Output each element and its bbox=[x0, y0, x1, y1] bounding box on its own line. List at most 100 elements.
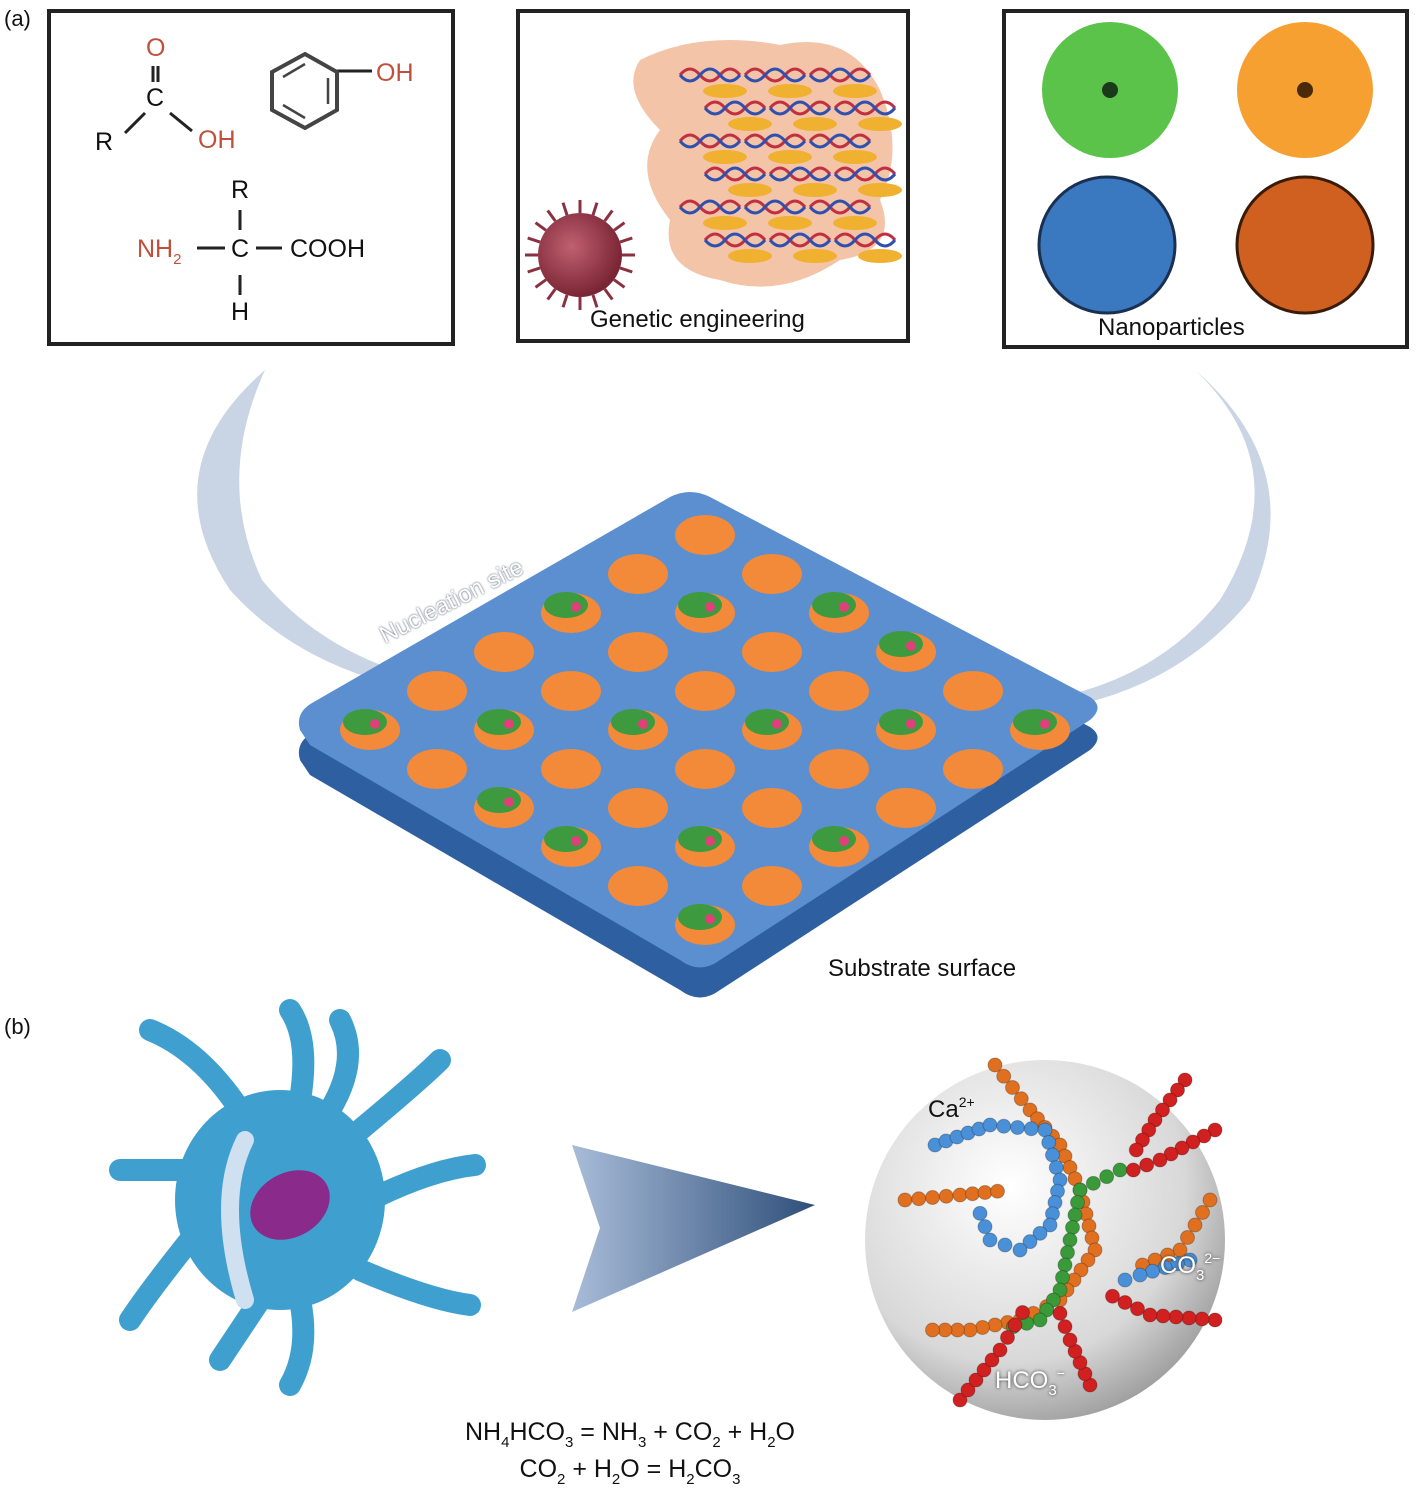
genetic-engineering-box bbox=[516, 9, 910, 343]
nucleation-site bbox=[474, 632, 534, 672]
panel-b-label: (b) bbox=[4, 1014, 31, 1039]
ion-bead bbox=[1207, 1122, 1223, 1138]
equation-carbonic-acid: CO2 + H2O = H2CO3 bbox=[519, 1455, 741, 1488]
ion-bead bbox=[1052, 1305, 1068, 1321]
ion-bead bbox=[1125, 1162, 1141, 1178]
ion-bead bbox=[1045, 1292, 1061, 1308]
nucleus-core bbox=[839, 836, 849, 846]
ion-bead bbox=[1073, 1262, 1089, 1278]
nucleation-site bbox=[742, 788, 802, 828]
ion-bead bbox=[938, 1188, 954, 1204]
cell-body bbox=[728, 117, 772, 131]
nanoparticle-orange-icon bbox=[1237, 22, 1373, 158]
ion-bead bbox=[1177, 1072, 1193, 1088]
dna-strand bbox=[703, 100, 767, 116]
ion-bead bbox=[1012, 1242, 1028, 1258]
virus-spike bbox=[613, 278, 626, 289]
nucleus-blob bbox=[678, 826, 722, 852]
ion-bead bbox=[1185, 1134, 1201, 1150]
genetic-engineering-caption: Genetic engineering bbox=[590, 306, 805, 333]
cell-body bbox=[728, 249, 772, 263]
nucleus-core bbox=[705, 602, 715, 612]
nanoparticles-box bbox=[1002, 9, 1409, 349]
nucleation-site bbox=[608, 632, 668, 672]
nucleation-site bbox=[541, 671, 601, 711]
ion-bead bbox=[1172, 1242, 1188, 1258]
panel-a-label: (a) bbox=[4, 6, 31, 31]
ion-bead bbox=[1057, 1257, 1073, 1273]
nucleus-core bbox=[906, 641, 916, 651]
dna-strand bbox=[768, 232, 832, 248]
ion-bead bbox=[1196, 1128, 1212, 1144]
ion-bead bbox=[1062, 1232, 1078, 1248]
ion-bead bbox=[976, 1362, 992, 1378]
ion-bead bbox=[952, 1392, 968, 1408]
ion-bead bbox=[1015, 1305, 1030, 1320]
ion-bead bbox=[1174, 1140, 1190, 1156]
nucleation-site bbox=[407, 671, 467, 711]
ion-bead bbox=[1055, 1270, 1070, 1285]
ion-bead bbox=[1042, 1217, 1058, 1233]
ion-bead bbox=[1005, 1080, 1020, 1095]
nucleus-blob bbox=[812, 826, 856, 852]
ion-bead bbox=[1168, 1309, 1184, 1325]
ion-bead bbox=[1045, 1147, 1060, 1163]
cell-body bbox=[703, 216, 747, 230]
ion-bead bbox=[960, 1382, 976, 1398]
ion-bead bbox=[1117, 1272, 1133, 1288]
ion-bead bbox=[1039, 1302, 1055, 1318]
nucleation-site bbox=[809, 749, 869, 789]
ion-bead bbox=[1194, 1311, 1210, 1327]
ion-bead bbox=[1048, 1160, 1064, 1175]
dna-strand bbox=[743, 133, 807, 149]
cell-body bbox=[858, 249, 902, 263]
right-curved-arrow bbox=[980, 370, 1271, 730]
dna-strand bbox=[768, 232, 832, 248]
ion-bead bbox=[984, 1352, 1000, 1368]
ion-bead bbox=[1145, 1263, 1160, 1279]
dna-strand bbox=[678, 133, 742, 149]
virus-spike bbox=[534, 221, 547, 232]
cell-body bbox=[728, 183, 772, 197]
ion-bead bbox=[982, 1232, 998, 1248]
benzene-ring-icon bbox=[270, 51, 339, 131]
dna-strand bbox=[768, 100, 832, 116]
ion-bead bbox=[1007, 1317, 1023, 1333]
dna-strand bbox=[678, 199, 742, 215]
carboxyl-c: C bbox=[146, 84, 165, 112]
ion-bead bbox=[897, 1192, 913, 1208]
ion-bead bbox=[1155, 1308, 1171, 1324]
dna-strand bbox=[833, 166, 897, 182]
ion-bead bbox=[1087, 1242, 1103, 1258]
dna-strand bbox=[703, 166, 767, 182]
ion-bead bbox=[1022, 1234, 1038, 1250]
nucleation-site bbox=[675, 671, 735, 711]
ion-bead bbox=[1105, 1288, 1120, 1304]
nucleation-site bbox=[407, 749, 467, 789]
nucleus-blob bbox=[678, 592, 722, 618]
dna-strand bbox=[743, 133, 807, 149]
ion-bead bbox=[1152, 1152, 1168, 1168]
amino-h: H bbox=[231, 298, 250, 326]
ion-bead bbox=[996, 1068, 1012, 1084]
virus-spike bbox=[527, 236, 541, 244]
nucleus-core bbox=[571, 836, 581, 846]
nucleus-blob bbox=[544, 592, 588, 618]
carboxyl-r: R bbox=[95, 128, 114, 156]
nucleation-site bbox=[608, 866, 668, 906]
cell-body bbox=[768, 84, 812, 98]
nanoparticles-caption: Nanoparticles bbox=[1098, 314, 1245, 341]
dna-strand bbox=[768, 166, 832, 182]
nucleus-core bbox=[504, 719, 514, 729]
cell-body bbox=[703, 150, 747, 164]
cell-body bbox=[793, 117, 837, 131]
nucleus-blob bbox=[611, 709, 655, 735]
dna-strand bbox=[743, 199, 807, 215]
ion-bead bbox=[1195, 1205, 1210, 1220]
chemistry-box bbox=[47, 9, 455, 346]
nucleation-site bbox=[608, 554, 668, 594]
cell-body bbox=[703, 84, 747, 98]
virus-spike bbox=[591, 202, 599, 216]
equation-decomposition: NH4HCO3 = NH3 + CO2 + H2O bbox=[465, 1418, 795, 1451]
ion-bead bbox=[972, 1205, 988, 1221]
